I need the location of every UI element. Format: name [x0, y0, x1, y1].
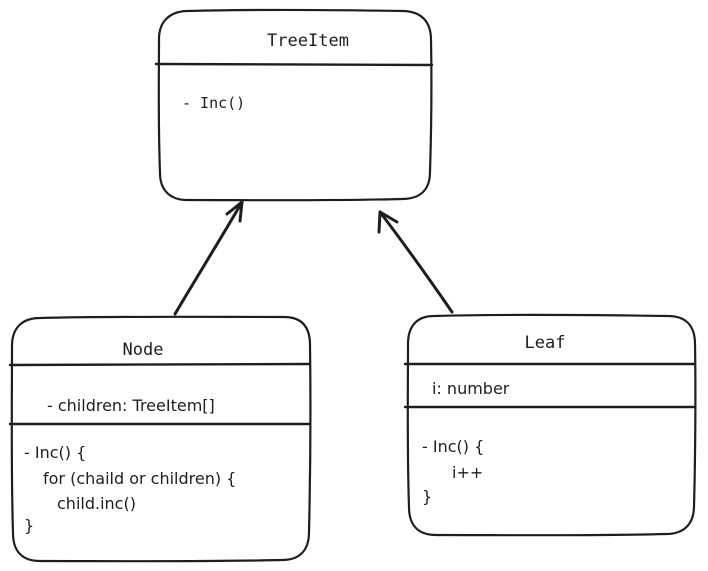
- class-treeitem[interactable]: TreeItem - Inc(): [154, 8, 434, 202]
- arrow-leaf-head: [377, 210, 399, 234]
- node-method-3: child.inc(): [57, 494, 136, 513]
- leaf-method-3: }: [422, 487, 432, 506]
- arrow-leaf-to-treeitem[interactable]: [377, 210, 454, 314]
- arrow-node-to-treeitem[interactable]: [173, 200, 244, 316]
- class-leaf[interactable]: Leaf i: number - Inc() { i++ }: [403, 313, 697, 537]
- arrow-leaf-shaft: [378, 210, 454, 314]
- node-attribute-1: - children: TreeItem[]: [47, 396, 215, 415]
- node-title: Node: [123, 340, 164, 360]
- arrow-node-shaft: [173, 200, 244, 316]
- node-divider-1: [8, 362, 311, 367]
- leaf-box: [406, 313, 697, 537]
- leaf-title: Leaf: [525, 333, 566, 353]
- node-box: [10, 315, 312, 563]
- arrow-node-head: [225, 200, 244, 223]
- leaf-method-1: - Inc() {: [422, 437, 484, 456]
- treeitem-method-1: - Inc(): [182, 94, 245, 112]
- node-method-4: }: [24, 516, 34, 535]
- treeitem-divider: [154, 62, 434, 67]
- node-method-2: for (chaild or children) {: [43, 469, 236, 488]
- node-method-1: - Inc() {: [24, 443, 86, 462]
- treeitem-title: TreeItem: [267, 31, 349, 51]
- leaf-method-2: i++: [452, 463, 483, 482]
- class-node[interactable]: Node - children: TreeItem[] - Inc() { fo…: [8, 315, 312, 563]
- treeitem-box: [157, 8, 433, 202]
- leaf-attribute-1: i: number: [432, 379, 510, 398]
